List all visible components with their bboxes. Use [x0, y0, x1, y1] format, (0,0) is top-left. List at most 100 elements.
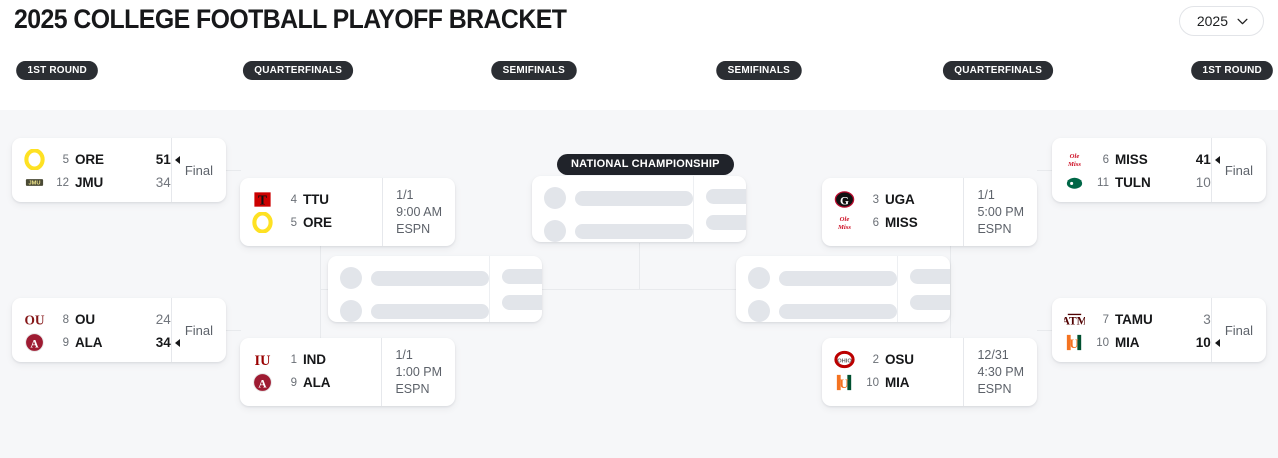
team-seed: 7: [1102, 313, 1109, 326]
game-card-qf-ttu-ore[interactable]: T 4 TTU 5 ORE 1/1 9:00 AM: [240, 178, 455, 246]
team-row: ATM 7 TAMU 3: [1064, 308, 1211, 331]
svg-text:IU: IU: [255, 353, 271, 369]
team-abbr: OU: [75, 312, 96, 327]
alabama-logo: A: [24, 332, 45, 353]
team-row: A 9 ALA 34: [24, 331, 180, 354]
team-abbr: JMU: [75, 175, 104, 190]
game-card-sf-left-placeholder[interactable]: [328, 256, 542, 322]
svg-text:A: A: [258, 378, 267, 390]
svg-text:Miss: Miss: [1067, 161, 1081, 168]
team-seed: 8: [62, 313, 69, 326]
year-select-value: 2025: [1196, 13, 1228, 29]
game-card-qf-osu-mia[interactable]: OHIO 2 OSU U 10 MIA 12/31 4:30: [822, 338, 1037, 406]
team-seed: 3: [872, 193, 879, 206]
team-abbr: ORE: [303, 215, 332, 230]
texastech-logo: T: [252, 189, 273, 210]
round-header-quarterfinals-left: QUARTERFINALS: [242, 61, 354, 80]
team-abbr: UGA: [885, 192, 915, 207]
game-card-sf-right-placeholder[interactable]: [736, 256, 950, 322]
team-seed: 5: [290, 216, 297, 229]
team-list: OHIO 2 OSU U 10 MIA: [822, 338, 963, 406]
team-row: U 10 MIA 10: [1064, 331, 1220, 354]
round-header-quarterfinals-right: QUARTERFINALS: [942, 61, 1054, 80]
game-time: 4:30 PM: [977, 364, 1024, 379]
team-list: OU 8 OU 24 A 9 ALA 34: [12, 298, 180, 362]
game-card-r1-ore-jmu[interactable]: 5 ORE 51 JMU 12 JMU 34 Final: [12, 138, 226, 202]
indiana-logo: IU: [252, 349, 273, 370]
national-championship-badge: NATIONAL CHAMPIONSHIP: [557, 154, 734, 175]
tulane-logo: [1064, 172, 1085, 193]
team-score: 41: [1196, 152, 1220, 167]
game-network: ESPN: [977, 221, 1012, 236]
team-row: A 9 ALA: [252, 371, 381, 394]
year-select[interactable]: 2025: [1178, 6, 1264, 36]
round-header-semifinals-right: SEMIFINALS: [716, 61, 802, 80]
team-score: 10: [1195, 175, 1211, 190]
placeholder-team-name: [779, 270, 897, 286]
placeholder-logo-icon: [340, 300, 362, 322]
team-abbr: IND: [303, 352, 326, 367]
team-score: 34: [155, 175, 171, 190]
miami-logo: U: [834, 372, 855, 393]
svg-text:U: U: [1070, 337, 1079, 351]
svg-text:Miss: Miss: [837, 224, 851, 231]
placeholder-logo-icon: [748, 300, 770, 322]
game-card-r1-tamu-mia[interactable]: ATM 7 TAMU 3 U 10 MIA 10 Final: [1052, 298, 1266, 362]
oklahoma-logo: OU: [24, 309, 45, 330]
team-seed: 12: [56, 176, 69, 189]
svg-text:G: G: [840, 195, 849, 207]
round-header-1st-round-left: 1ST ROUND: [16, 61, 99, 80]
team-row: OHIO 2 OSU: [834, 348, 963, 371]
team-seed: 6: [1102, 153, 1109, 166]
placeholder-team-name: [371, 303, 489, 319]
game-time: 5:00 PM: [977, 204, 1024, 219]
svg-text:JMU: JMU: [28, 180, 40, 186]
game-card-r1-ou-ala[interactable]: OU 8 OU 24 A 9 ALA 34 Final: [12, 298, 226, 362]
winner-triangle-icon: [174, 338, 180, 347]
game-status: 1/1 5:00 PM ESPN: [963, 178, 1037, 246]
team-abbr: MIA: [1115, 335, 1140, 350]
team-seed: 4: [290, 193, 297, 206]
team-abbr: OSU: [885, 352, 914, 367]
oregon-logo: [252, 212, 273, 233]
game-network: ESPN: [977, 381, 1012, 396]
placeholder-team-name: [575, 190, 693, 206]
game-card-qf-ind-ala[interactable]: IU 1 IND A 9 ALA 1/1 1:00 PM: [240, 338, 455, 406]
placeholder-logo-icon: [748, 267, 770, 289]
team-abbr: MISS: [885, 215, 918, 230]
team-row: T 4 TTU: [252, 188, 382, 211]
game-date: 12/31: [977, 347, 1009, 362]
georgia-logo: G: [834, 189, 855, 210]
game-card-championship-placeholder[interactable]: [532, 176, 746, 242]
team-seed: 11: [1097, 176, 1109, 189]
team-score: 10: [1196, 335, 1220, 350]
game-status: Final: [170, 138, 226, 202]
team-row: IU 1 IND: [252, 348, 381, 371]
team-score: 51: [156, 152, 180, 167]
team-seed: 1: [290, 353, 297, 366]
team-seed: 9: [62, 336, 69, 349]
svg-text:A: A: [30, 338, 39, 350]
team-abbr: TULN: [1115, 175, 1151, 190]
team-abbr: TAMU: [1115, 312, 1153, 327]
svg-text:Ole: Ole: [1070, 153, 1080, 160]
svg-text:ATM: ATM: [1064, 315, 1085, 327]
game-network: ESPN: [395, 381, 430, 396]
team-seed: 10: [866, 376, 879, 389]
team-seed: 6: [872, 216, 879, 229]
alabama-logo: A: [252, 372, 273, 393]
team-row: 11 TULN 10: [1064, 171, 1211, 194]
connector: [541, 289, 639, 290]
placeholder-logo-icon: [340, 267, 362, 289]
svg-text:OU: OU: [24, 312, 44, 327]
connector: [320, 289, 328, 290]
team-row: 5 ORE 51: [24, 148, 180, 171]
game-network: ESPN: [396, 221, 431, 236]
game-status: Final: [1210, 138, 1266, 202]
